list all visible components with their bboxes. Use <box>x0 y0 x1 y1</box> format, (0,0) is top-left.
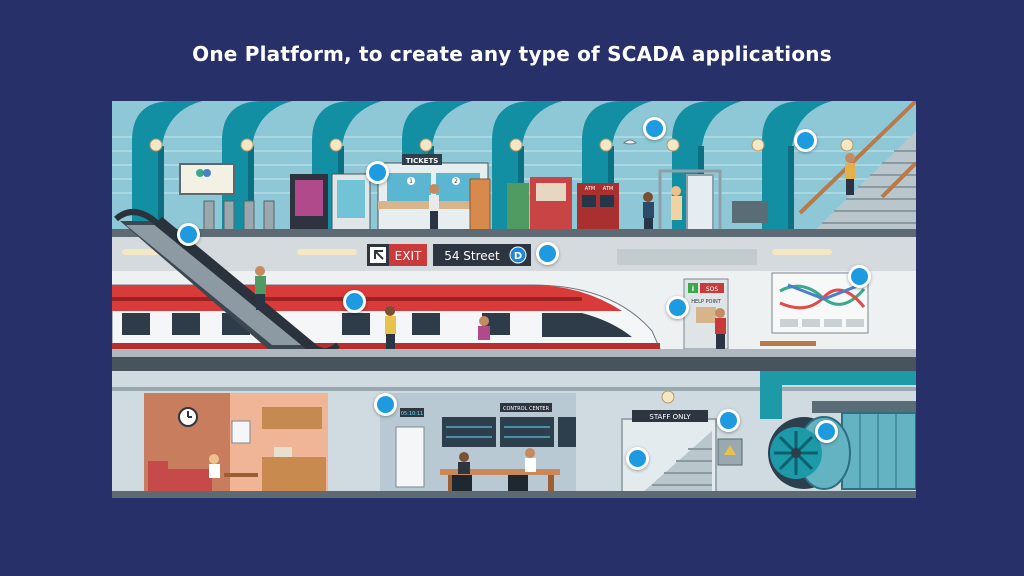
hotspot-metro-map[interactable] <box>848 265 871 288</box>
page-title: One Platform, to create any type of SCAD… <box>192 42 832 66</box>
help-point-sign: HELP POINT <box>691 299 721 305</box>
hotspot-staff-stairs[interactable] <box>626 447 649 470</box>
atm-sign-1: ATM <box>585 186 595 192</box>
exit-sign: EXIT <box>395 249 422 263</box>
ticket-window-1: 1 <box>409 178 413 185</box>
hotspot-help-point[interactable] <box>666 296 689 319</box>
hotspot-escalator[interactable] <box>177 223 200 246</box>
hotspot-stairway-top[interactable] <box>794 129 817 152</box>
hotspot-ventilation-fan[interactable] <box>815 420 838 443</box>
hotspot-ticket-office[interactable] <box>366 161 389 184</box>
ticket-window-2: 2 <box>454 178 458 185</box>
control-room-clock: 05:10:11 <box>401 411 423 417</box>
metro-station-scene: TICKETS 1 2 ATM ATM <box>112 101 916 498</box>
info-icon: i <box>692 285 694 293</box>
sos-sign: SOS <box>706 286 719 293</box>
arrow-up-left-icon <box>374 250 384 260</box>
control-center-sign: CONTROL CENTER <box>503 406 550 412</box>
hotspot-bird[interactable] <box>643 117 666 140</box>
utility-level: 05:10:11 CONTROL CENTER STAFF ONLY <box>112 371 916 498</box>
upper-concourse: TICKETS 1 2 ATM ATM <box>112 101 916 237</box>
hotspot-train[interactable] <box>343 290 366 313</box>
atm-sign-2: ATM <box>603 186 613 192</box>
hotspot-control-center[interactable] <box>374 393 397 416</box>
station-name-sign: 54 Street <box>444 249 500 263</box>
hotspot-station-sign[interactable] <box>536 242 559 265</box>
hotspot-electrical-panel[interactable] <box>717 409 740 432</box>
staff-only-sign: STAFF ONLY <box>649 413 691 421</box>
tickets-sign: TICKETS <box>406 157 439 165</box>
line-d-badge: D <box>514 251 522 262</box>
platform-level: EXIT 54 Street D <box>112 209 916 387</box>
